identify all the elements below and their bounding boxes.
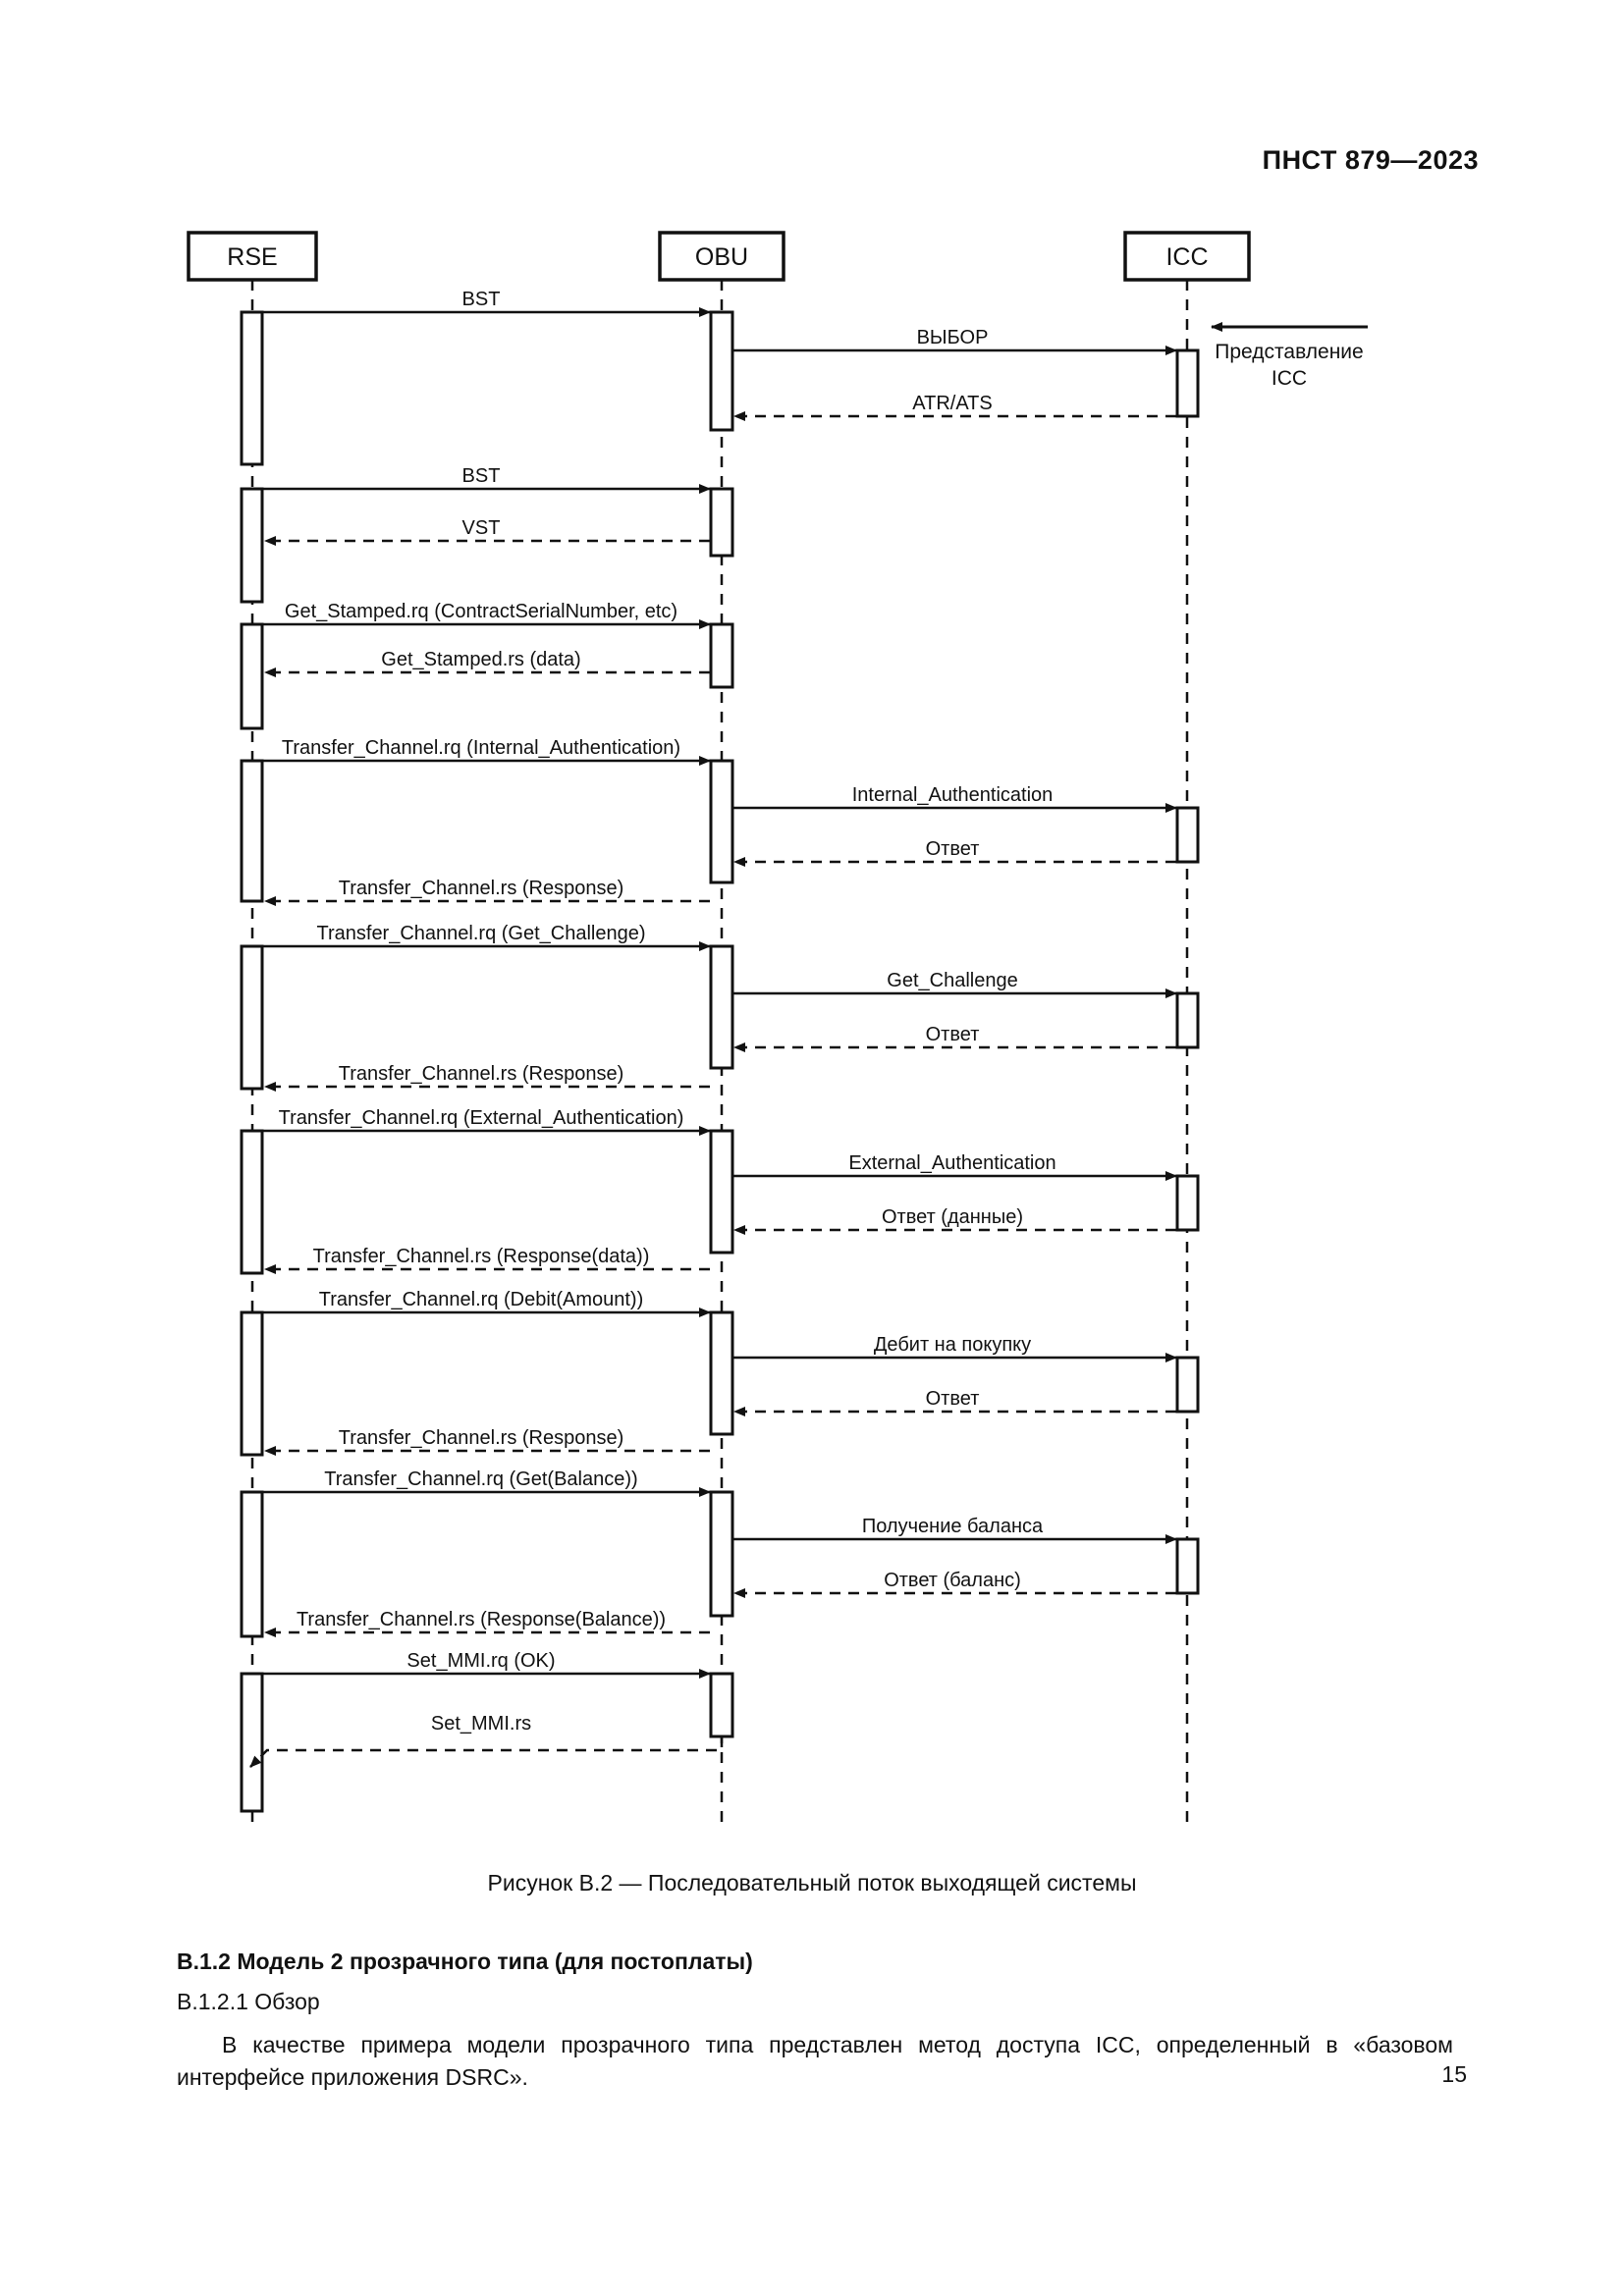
message-1: BST	[250, 289, 711, 317]
message-24: Transfer_Channel.rq (Get(Balance))	[250, 1468, 711, 1497]
note-line-1: Представление	[1215, 341, 1363, 363]
message-18: Ответ (данные)	[733, 1206, 1176, 1235]
subsection-heading: В.1.2.1 Обзор	[177, 1989, 320, 2014]
message-17: External_Authentication	[731, 1152, 1177, 1181]
message-14: Ответ	[733, 1024, 1176, 1052]
page-number: 15	[1441, 2061, 1467, 2087]
message-label: ВЫБОР	[917, 327, 989, 348]
message-label: Получение баланса	[862, 1516, 1044, 1537]
message-label: Transfer_Channel.rs (Response)	[339, 878, 624, 899]
lifeline-header-icc[interactable]: ICC	[1123, 231, 1251, 282]
message-26: Ответ (баланс)	[733, 1570, 1176, 1598]
message-11: Transfer_Channel.rs (Response)	[264, 878, 710, 906]
message-label: Get_Stamped.rq (ContractSerialNumber, et…	[285, 601, 677, 622]
message-8: Transfer_Channel.rq (Internal_Authentica…	[250, 737, 711, 766]
note-line-2: ICC	[1272, 367, 1307, 390]
message-13: Get_Challenge	[731, 970, 1177, 998]
message-2: ВЫБОР	[731, 327, 1177, 355]
message-22: Ответ	[733, 1388, 1176, 1416]
message-label: Ответ (данные)	[882, 1206, 1023, 1228]
lifeline-header-rse[interactable]: RSE	[187, 231, 318, 282]
message-label: Internal_Authentication	[852, 784, 1054, 806]
message-label: VST	[462, 517, 501, 539]
message-15: Transfer_Channel.rs (Response)	[264, 1063, 710, 1092]
message-19: Transfer_Channel.rs (Response(data))	[264, 1246, 710, 1274]
message-21: Дебит на покупку	[731, 1334, 1177, 1362]
message-label: BST	[462, 465, 501, 487]
message-label: Get_Stamped.rs (data)	[381, 649, 580, 670]
activation-bars	[240, 310, 1200, 1813]
message-4: BST	[250, 465, 711, 494]
lifeline-header-obu[interactable]: OBU	[658, 231, 785, 282]
body-paragraph: В качестве примера модели прозрачного ти…	[177, 2032, 1453, 2091]
message-23: Transfer_Channel.rs (Response)	[264, 1427, 710, 1456]
message-label: Transfer_Channel.rq (Get_Challenge)	[317, 923, 646, 944]
message-label: Transfer_Channel.rq (Get(Balance))	[324, 1468, 637, 1490]
message-10: Ответ	[733, 838, 1176, 867]
message-label: Ответ	[926, 1388, 980, 1410]
message-16: Transfer_Channel.rq (External_Authentica…	[250, 1107, 711, 1136]
message-25: Получение баланса	[731, 1516, 1177, 1544]
lifeline-label-rse: RSE	[227, 243, 277, 271]
message-label: Transfer_Channel.rq (External_Authentica…	[279, 1107, 684, 1129]
message-label: Ответ	[926, 838, 980, 860]
message-label: Transfer_Channel.rs (Response(data))	[313, 1246, 650, 1267]
message-label: External_Authentication	[848, 1152, 1056, 1174]
body-text-block: В.1.2 Модель 2 прозрачного типа (для пос…	[177, 1949, 1453, 2095]
lifeline-label-obu: OBU	[695, 243, 748, 271]
message-label: Дебит на покупку	[874, 1334, 1031, 1356]
message-9: Internal_Authentication	[731, 784, 1177, 813]
message-label: Transfer_Channel.rs (Response)	[339, 1427, 624, 1449]
message-6: Get_Stamped.rq (ContractSerialNumber, et…	[250, 601, 711, 629]
lifeline-label-icc: ICC	[1165, 243, 1208, 271]
message-label: Transfer_Channel.rq (Internal_Authentica…	[282, 737, 680, 759]
message-27: Transfer_Channel.rs (Response(Balance))	[264, 1609, 710, 1637]
message-5: VST	[264, 517, 710, 546]
section-heading: В.1.2 Модель 2 прозрачного типа (для пос…	[177, 1949, 753, 1974]
message-29: Set_MMI.rs	[249, 1713, 724, 1768]
message-20: Transfer_Channel.rq (Debit(Amount))	[250, 1289, 711, 1317]
message-label: BST	[462, 289, 501, 310]
message-28: Set_MMI.rq (OK)	[250, 1650, 711, 1679]
message-label: Ответ	[926, 1024, 980, 1045]
sequence-diagram-figure: RSE OBU ICC	[187, 231, 1368, 1831]
icc-presentation-note: Представление ICC	[1211, 322, 1368, 390]
message-label: Set_MMI.rs	[431, 1713, 531, 1735]
message-12: Transfer_Channel.rq (Get_Challenge)	[250, 923, 711, 951]
message-3: ATR/ATS	[733, 393, 1176, 421]
message-label: ATR/ATS	[912, 393, 992, 414]
figure-caption: Рисунок В.2 — Последовательный поток вых…	[487, 1870, 1137, 1896]
message-label: Ответ (баланс)	[884, 1570, 1021, 1591]
message-label: Set_MMI.rq (OK)	[406, 1650, 555, 1672]
message-label: Get_Challenge	[887, 970, 1017, 991]
document-header-standard-id: ПНСТ 879—2023	[1262, 145, 1479, 175]
message-label: Transfer_Channel.rs (Response(Balance))	[297, 1609, 666, 1630]
message-label: Transfer_Channel.rq (Debit(Amount))	[319, 1289, 644, 1310]
message-label: Transfer_Channel.rs (Response)	[339, 1063, 624, 1085]
message-7: Get_Stamped.rs (data)	[264, 649, 710, 677]
